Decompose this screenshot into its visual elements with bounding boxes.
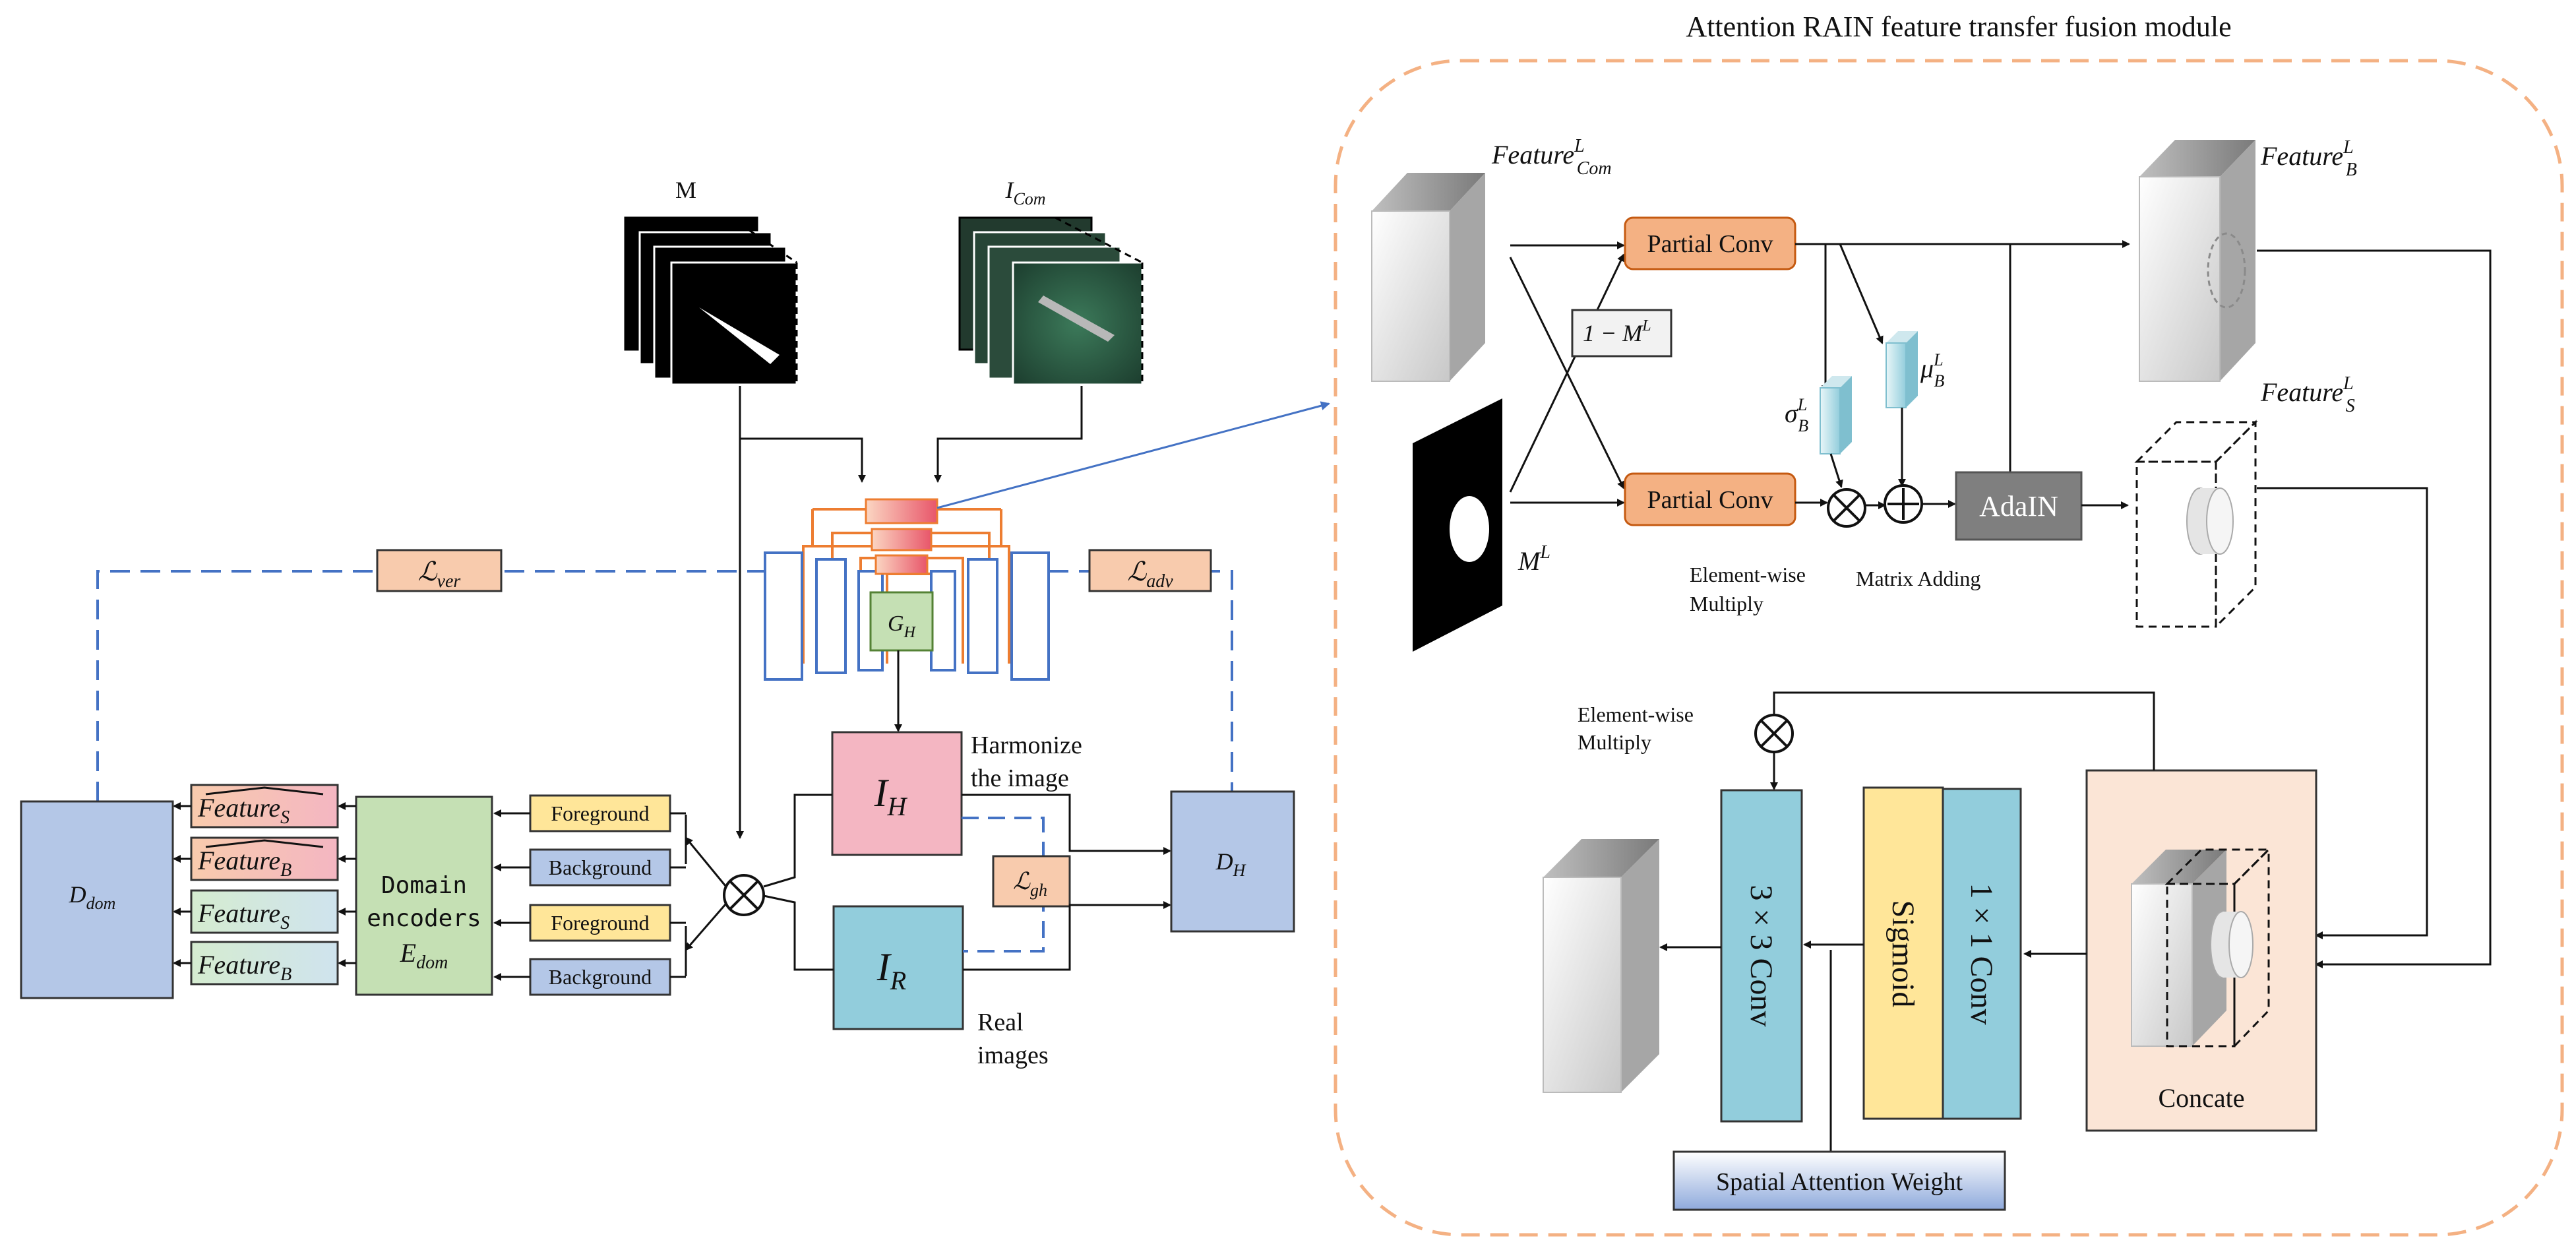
mask-l-label: ML: [1518, 542, 1550, 576]
concate-label: Concate: [2158, 1083, 2244, 1113]
one-minus-mask-box: [1571, 309, 1672, 358]
feature-label: FeatureB: [197, 846, 291, 881]
generator-core: [869, 591, 934, 652]
real-image-box: [832, 905, 964, 1030]
sigmoid-label: Sigmoid: [1886, 900, 1920, 1008]
generator-to-module-arrow: [936, 401, 1330, 509]
generator-bottleneck-3: [874, 554, 929, 575]
loss-ver-box: [376, 549, 503, 592]
partial-conv-bottom: [1624, 472, 1796, 526]
spatial-attention-box: [1672, 1150, 2006, 1211]
loss-ver-label: ℒver: [418, 557, 461, 592]
conv3x3-label: 3 × 3 Conv: [1744, 885, 1779, 1026]
output-feature-block: [1543, 839, 1659, 1093]
feature-box: [190, 836, 339, 881]
region-box-foreground: [529, 904, 671, 942]
feature-label: FeatureS: [197, 793, 290, 828]
discriminator-ddom-box: [20, 800, 174, 999]
add-node-module: [1884, 484, 1923, 524]
domain-encoder-label: Edom: [400, 938, 448, 973]
partial-conv-top-label: Partial Conv: [1647, 230, 1773, 258]
region-label-background: Background: [549, 965, 652, 989]
real-caption-1: Real: [977, 1009, 1024, 1036]
composite-input-label: ICom: [1004, 177, 1045, 208]
region-label-foreground: Foreground: [551, 801, 649, 825]
mask-input-label: M: [675, 177, 696, 203]
mask-input-stack: [624, 216, 798, 386]
element-wise-label-2: Multiply: [1690, 592, 1763, 615]
mu-block: [1886, 331, 1918, 408]
conv3x3-box: [1720, 789, 1803, 1123]
element-wise-label-1: Element-wise: [1690, 563, 1806, 586]
loss-gh-box: [992, 855, 1071, 908]
discriminator-dh-box: [1170, 790, 1295, 933]
module-border: [1334, 59, 2564, 1237]
ver-dashed-line: [96, 570, 765, 801]
real-to-dh-arrow: [963, 901, 1171, 971]
generator-unet: GH: [764, 498, 1050, 681]
generator-bottleneck-1: [865, 498, 938, 524]
concate-inner-block: [2131, 847, 2271, 1049]
discriminator-dh-label: DH: [1215, 848, 1246, 880]
mask-l-block: [1413, 398, 1502, 652]
matrix-adding-label: Matrix Adding: [1856, 567, 1980, 590]
domain-encoder-line-2: encoders: [367, 905, 481, 932]
harmonized-to-dh-arrow: [962, 794, 1171, 855]
feature-hat-mark: [205, 786, 324, 796]
region-label-foreground: Foreground: [551, 911, 649, 935]
region-label-background: Background: [549, 856, 652, 879]
discriminator-ddom-label: Ddom: [69, 881, 116, 913]
feature-b-to-concat-line: [2257, 249, 2492, 968]
harmonized-image-label: IH: [874, 771, 908, 821]
composite-to-generator-arrow: [934, 386, 1083, 483]
loss-adv-box: [1088, 549, 1212, 592]
mask-to-generator-arrow: [739, 386, 866, 483]
sigmoid-box: [1862, 786, 1944, 1120]
adain-label: AdaIN: [1979, 490, 2058, 522]
multiply-node-attention: [1754, 714, 1794, 753]
harmonized-caption-1: Harmonize: [971, 732, 1082, 759]
domain-encoder-line-1: Domain: [381, 872, 467, 899]
module-title: Attention RAIN feature transfer fusion m…: [1686, 11, 2231, 43]
real-caption-2: images: [977, 1042, 1049, 1069]
harmonized-caption-2: the image: [971, 765, 1069, 792]
multiply-node-left: [723, 874, 765, 916]
feature-label: FeatureS: [197, 898, 290, 933]
real-image-label: IR: [876, 945, 906, 995]
feature-b-block: [2139, 140, 2255, 382]
conv1x1-label: 1 × 1 Conv: [1964, 883, 1999, 1024]
attention-element-wise-2: Multiply: [1578, 730, 1651, 754]
generator-bottleneck-2: [871, 528, 933, 551]
one-minus-mask-label: 1 − ML: [1583, 317, 1651, 346]
loss-gh-label: ℒgh: [1013, 868, 1047, 900]
conv1x1-box: [1942, 788, 2022, 1120]
harmonized-to-multiply-line: [763, 794, 832, 888]
feature-s-block: [2134, 420, 2258, 629]
domain-encoder-box: [355, 796, 493, 996]
generator-label: GH: [888, 611, 917, 641]
spatial-attention-label: Spatial Attention Weight: [1716, 1168, 1963, 1196]
harmonized-image-box: [831, 731, 963, 856]
attention-element-wise-1: Element-wise: [1578, 703, 1694, 726]
feature-s-to-concat-line: [2257, 487, 2428, 939]
composite-input-stack: [958, 216, 1144, 386]
feature-label: FeatureB: [197, 950, 291, 985]
multiply-node-module: [1827, 488, 1866, 528]
feature-box: [190, 941, 339, 985]
loss-adv-label: ℒadv: [1127, 557, 1173, 592]
feature-hat-mark: [205, 839, 324, 848]
partial-conv-bottom-label: Partial Conv: [1647, 486, 1773, 514]
sigma-block: [1820, 376, 1852, 454]
real-to-multiply-line: [763, 894, 834, 971]
feature-com-block: [1371, 173, 1485, 382]
